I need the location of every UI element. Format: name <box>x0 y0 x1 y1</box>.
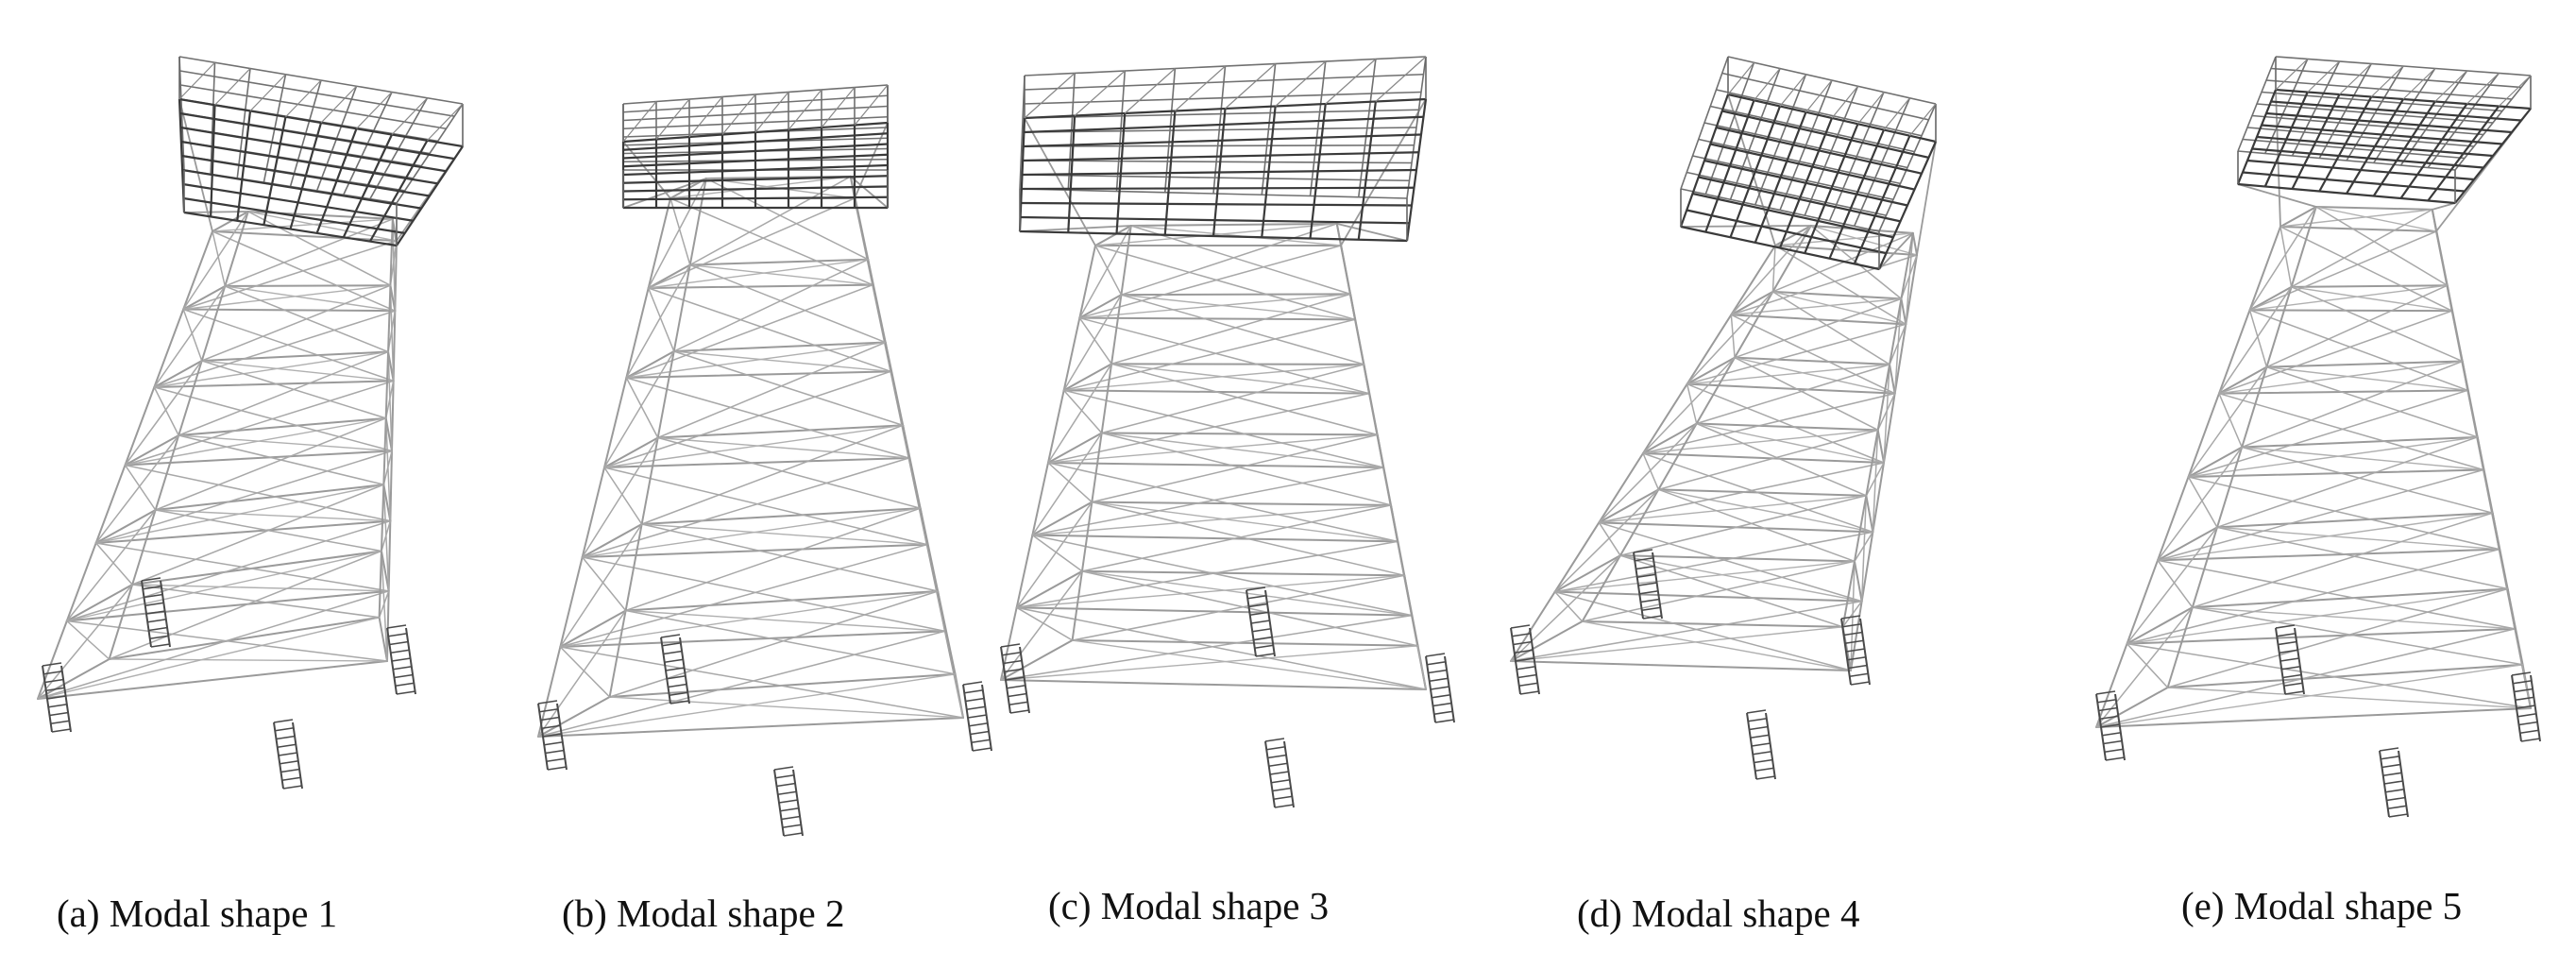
panel-c: (c) Modal shape 3 <box>982 0 1473 968</box>
tower-mode-5-drawing <box>2095 56 2541 818</box>
tower-mode-4-drawing <box>1510 56 1938 780</box>
mooring-ladder-2 <box>537 700 568 771</box>
lattice-frame <box>37 98 464 700</box>
mooring-ladder-2 <box>1510 624 1540 695</box>
tower-mode-2-drawing <box>537 84 992 837</box>
mooring-ladder-4 <box>773 766 804 837</box>
mooring-ladder-4 <box>1746 709 1776 780</box>
mooring-ladder-2 <box>2095 690 2126 761</box>
mooring-ladder-1 <box>1246 586 1276 657</box>
mooring-ladder-4 <box>1264 738 1295 808</box>
mooring-ladder-3 <box>962 681 992 752</box>
caption-modal-shape-3: (c) Modal shape 3 <box>1048 884 1330 927</box>
mooring-ladder-3 <box>1425 653 1455 723</box>
tower-mode-1-drawing <box>37 56 464 790</box>
mooring-ladder-3 <box>1840 615 1871 686</box>
panel-a: (a) Modal shape 1 <box>0 0 491 968</box>
mooring-ladder-2 <box>42 662 72 733</box>
tower-mode-3-drawing <box>1000 56 1455 808</box>
deck-grid <box>621 84 890 210</box>
lattice-frame <box>1000 98 1427 690</box>
deck-grid <box>2236 56 2532 205</box>
mooring-ladder-4 <box>2379 747 2409 818</box>
deck-grid <box>178 56 464 247</box>
lattice-frame <box>1510 93 1937 671</box>
mooring-ladder-4 <box>273 719 303 790</box>
panel-d: (d) Modal shape 4 <box>1492 0 1983 968</box>
deck-grid <box>1018 56 1428 243</box>
panel-e: (e) Modal shape 5 <box>2059 0 2576 968</box>
mooring-ladder-1 <box>141 577 171 648</box>
lattice-frame <box>537 122 964 738</box>
caption-modal-shape-5: (e) Modal shape 5 <box>2181 884 2463 927</box>
lattice-frame <box>2095 89 2532 728</box>
caption-modal-shape-4: (d) Modal shape 4 <box>1577 892 1860 935</box>
mooring-ladder-1 <box>660 634 690 705</box>
caption-modal-shape-1: (a) Modal shape 1 <box>57 892 338 935</box>
mooring-ladder-3 <box>386 624 416 695</box>
caption-modal-shape-2: (b) Modal shape 2 <box>562 892 845 935</box>
mooring-ladder-2 <box>1000 643 1030 714</box>
panel-b: (b) Modal shape 2 <box>510 0 1001 968</box>
mooring-ladder-3 <box>2511 671 2541 742</box>
deck-grid <box>1679 56 1938 271</box>
mooring-ladder-1 <box>1633 549 1663 620</box>
mooring-ladder-1 <box>2275 624 2305 695</box>
